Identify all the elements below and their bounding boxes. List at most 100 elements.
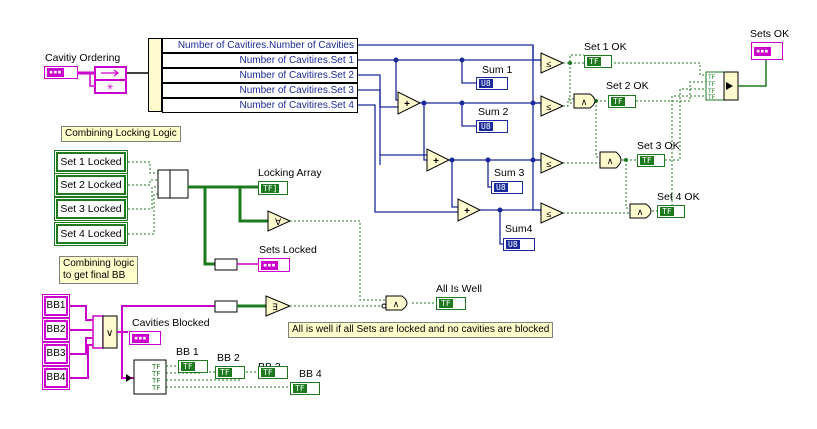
add-node-symbols: + + + bbox=[404, 99, 470, 217]
svg-text:≤: ≤ bbox=[547, 59, 552, 69]
cavity-ordering-wires bbox=[78, 71, 148, 87]
bb4-control[interactable]: BB4 bbox=[42, 366, 70, 390]
unbundle-row[interactable]: Number of Cavitires.Set 3 bbox=[162, 83, 358, 98]
svg-text:TF: TF bbox=[152, 377, 160, 385]
svg-text:≤: ≤ bbox=[547, 159, 552, 169]
constant-node bbox=[94, 79, 127, 94]
cavity-ordering-control[interactable]: ▪▪▪ bbox=[44, 66, 78, 79]
set-3-locked-control[interactable]: Set 3 Locked bbox=[54, 197, 128, 221]
set-2-locked-control[interactable]: Set 2 Locked bbox=[54, 173, 128, 197]
or-array-elements-node[interactable] bbox=[265, 295, 292, 317]
set-2-ok-indicator[interactable]: TF bbox=[608, 95, 636, 108]
forall-symbol: ∀ bbox=[275, 217, 282, 227]
svg-text:TF: TF bbox=[152, 363, 160, 371]
bb-2-label: BB 2 bbox=[217, 352, 240, 364]
sum-1-label: Sum 1 bbox=[482, 64, 513, 76]
unbundle-row[interactable]: Number of Cavitires.Set 1 bbox=[162, 53, 358, 68]
all-locked-wire bbox=[290, 220, 386, 301]
cavities-blocked-label: Cavities Blocked bbox=[132, 317, 210, 329]
and-array-arrow bbox=[726, 82, 733, 90]
and-symbols: ∧ ∧ ∧ ∧ bbox=[393, 97, 644, 309]
sets-locked-indicator[interactable]: ▪▪▪ bbox=[258, 258, 290, 272]
bb-2-indicator[interactable]: TF bbox=[215, 366, 245, 379]
comment-final-bb: Combining logic to get final BB bbox=[59, 256, 139, 284]
sum-2-label: Sum 2 bbox=[478, 106, 509, 118]
array-to-number-node[interactable] bbox=[214, 258, 238, 271]
bb-4-indicator[interactable]: TF bbox=[290, 382, 320, 395]
set-4-ok-label: Set 4 OK bbox=[657, 191, 700, 203]
sum-3-indicator[interactable]: U8 bbox=[491, 181, 523, 194]
svg-text:TF: TF bbox=[708, 88, 716, 95]
all-is-well-indicator[interactable]: TF bbox=[436, 297, 466, 310]
bb-1-indicator[interactable]: TF bbox=[178, 360, 208, 373]
svg-text:+: + bbox=[464, 206, 470, 217]
sets-ok-label: Sets OK bbox=[750, 28, 790, 40]
unbundle-row[interactable]: Number of Cavitires.Set 4 bbox=[162, 98, 358, 113]
cavities-blocked-indicator[interactable]: ▪▪▪ bbox=[129, 331, 161, 345]
unbundle-by-name-node[interactable] bbox=[148, 38, 162, 112]
sum-2-indicator[interactable]: U8 bbox=[476, 120, 508, 133]
sets-ok-indicator[interactable]: ▪▪▪ bbox=[751, 42, 783, 60]
svg-text:≤: ≤ bbox=[547, 102, 552, 112]
bb-4-label: BB 4 bbox=[299, 368, 322, 380]
set-4-locked-control[interactable]: Set 4 Locked bbox=[54, 222, 128, 246]
sum-4-label: Sum4 bbox=[505, 223, 533, 235]
sum-1-indicator[interactable]: U8 bbox=[476, 77, 508, 90]
invert-dot bbox=[381, 303, 387, 309]
locking-array-indicator[interactable]: TF] bbox=[258, 181, 288, 195]
bb2-control[interactable]: BB2 bbox=[42, 318, 70, 342]
locking-array-label: Locking Array bbox=[258, 167, 322, 179]
bb-3-indicator[interactable]: TF bbox=[258, 366, 288, 379]
build-array-node-2[interactable] bbox=[157, 169, 171, 199]
comment-final-bb-line1: Combining logic bbox=[63, 258, 135, 269]
set-2-ok-label: Set 2 OK bbox=[606, 80, 649, 92]
svg-text:+: + bbox=[404, 99, 410, 110]
svg-text:+: + bbox=[433, 156, 439, 167]
svg-text:TF: TF bbox=[708, 94, 716, 101]
or-symbol: ∨ bbox=[106, 328, 113, 339]
cluster-to-array-node-2[interactable] bbox=[214, 300, 238, 313]
bb3-control[interactable]: BB3 bbox=[42, 342, 70, 366]
unbundle-row[interactable]: Number of Cavitires.Number of Cavities bbox=[162, 38, 358, 53]
bool-junctions bbox=[568, 61, 628, 162]
sum-4-indicator[interactable]: U8 bbox=[503, 238, 535, 251]
array-node-2[interactable] bbox=[169, 169, 189, 199]
svg-text:∧: ∧ bbox=[393, 299, 400, 309]
bb-bundle-node[interactable] bbox=[92, 315, 104, 349]
and-gates[interactable] bbox=[385, 93, 652, 311]
svg-text:TF: TF bbox=[708, 81, 716, 88]
set-4-ok-indicator[interactable]: TF bbox=[657, 205, 685, 218]
svg-text:∧: ∧ bbox=[581, 97, 588, 107]
svg-text:∧: ∧ bbox=[607, 156, 614, 166]
arrow-icon bbox=[101, 69, 119, 77]
and-array-elements-node[interactable] bbox=[267, 210, 292, 232]
star-icon: ✳ bbox=[106, 83, 114, 93]
locking-wires bbox=[128, 161, 158, 235]
bb1-control[interactable]: BB1 bbox=[42, 294, 70, 318]
wire-junctions bbox=[393, 57, 536, 213]
exists-symbol: ∃ bbox=[272, 302, 278, 312]
integer-wires bbox=[358, 44, 542, 245]
boolean-wires-right bbox=[563, 54, 706, 214]
comment-all-well: All is well if all Sets are locked and n… bbox=[288, 322, 554, 338]
sets-ok-wire bbox=[738, 60, 767, 87]
svg-text:≤: ≤ bbox=[547, 209, 552, 219]
svg-text:TF: TF bbox=[152, 370, 160, 378]
unbundle-row[interactable]: Number of Cavitires.Set 2 bbox=[162, 68, 358, 83]
locking-array-wires bbox=[188, 185, 268, 266]
all-is-well-label: All Is Well bbox=[436, 283, 482, 295]
sum-3-label: Sum 3 bbox=[494, 167, 525, 179]
set-1-ok-indicator[interactable]: TF bbox=[584, 55, 612, 68]
set-3-ok-indicator[interactable]: TF bbox=[637, 154, 665, 167]
set-1-locked-control[interactable]: Set 1 Locked bbox=[54, 150, 128, 174]
sets-locked-label: Sets Locked bbox=[259, 244, 317, 256]
comment-locking-logic: Combining Locking Logic bbox=[61, 126, 181, 142]
add-nodes[interactable] bbox=[397, 91, 482, 222]
svg-text:∧: ∧ bbox=[637, 207, 644, 217]
unbundle-bb-node[interactable] bbox=[133, 359, 167, 395]
comparison-nodes[interactable] bbox=[540, 52, 565, 224]
svg-text:TF: TF bbox=[708, 74, 716, 81]
